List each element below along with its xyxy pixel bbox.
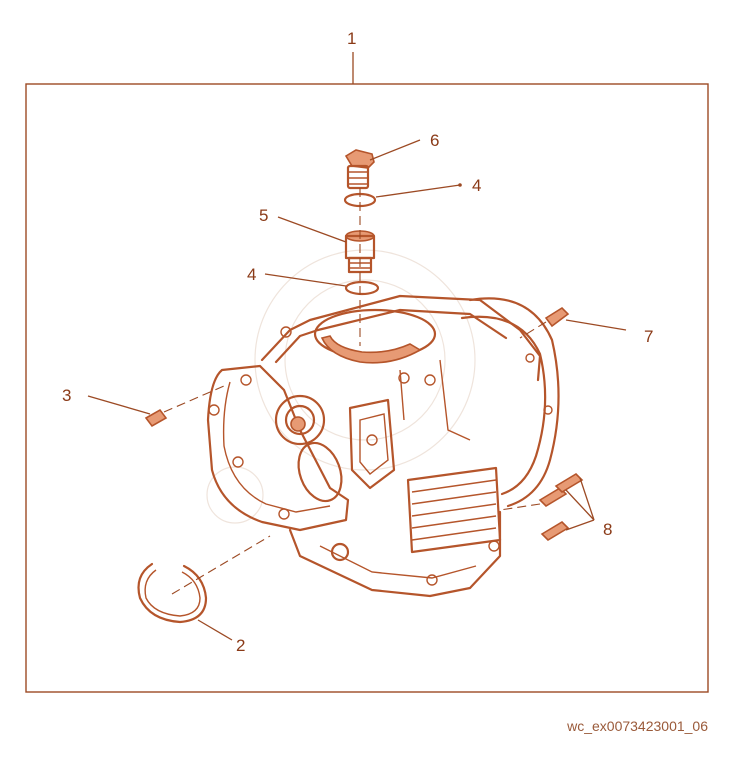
- callout-4-lower: 4: [247, 265, 256, 284]
- part-8-studs: [538, 472, 584, 542]
- callout-5: 5: [259, 206, 268, 225]
- assembly-frame: [25, 83, 709, 693]
- axis-ring: [171, 535, 271, 595]
- part-6-breather-cap: [344, 149, 375, 190]
- callout-6: 6: [430, 131, 439, 150]
- callout-7: 7: [644, 327, 653, 346]
- leader-4-lower: [264, 273, 347, 287]
- leader-8a: [565, 489, 595, 521]
- callout-4-upper: 4: [472, 176, 481, 195]
- part-4-o-ring-lower: [344, 280, 380, 296]
- leader-3: [87, 395, 151, 415]
- leader-8b: [579, 477, 595, 521]
- axis-studs: [499, 503, 541, 511]
- leader-4-upper: [375, 184, 461, 198]
- part-2-snap-ring: [137, 562, 208, 624]
- leader-6: [369, 139, 421, 161]
- housing: [206, 294, 560, 598]
- callout-3: 3: [62, 386, 71, 405]
- leader-7: [565, 319, 627, 331]
- callout-8: 8: [603, 520, 612, 539]
- leader-2: [197, 619, 233, 641]
- axis-pin-3: [163, 385, 225, 413]
- callout-1: 1: [347, 29, 356, 48]
- part-3-dowel-pin: [144, 408, 168, 428]
- callout-2: 2: [236, 636, 245, 655]
- leader-4-upper-dot: [458, 183, 462, 187]
- leader-8c: [565, 519, 595, 531]
- reference-code: wc_ex0073423001_06: [567, 718, 708, 734]
- leader-5: [277, 216, 347, 243]
- axis-pin-7: [519, 321, 547, 339]
- watermark-emblem: [206, 249, 476, 524]
- part-7-dowel-pin: [544, 306, 570, 328]
